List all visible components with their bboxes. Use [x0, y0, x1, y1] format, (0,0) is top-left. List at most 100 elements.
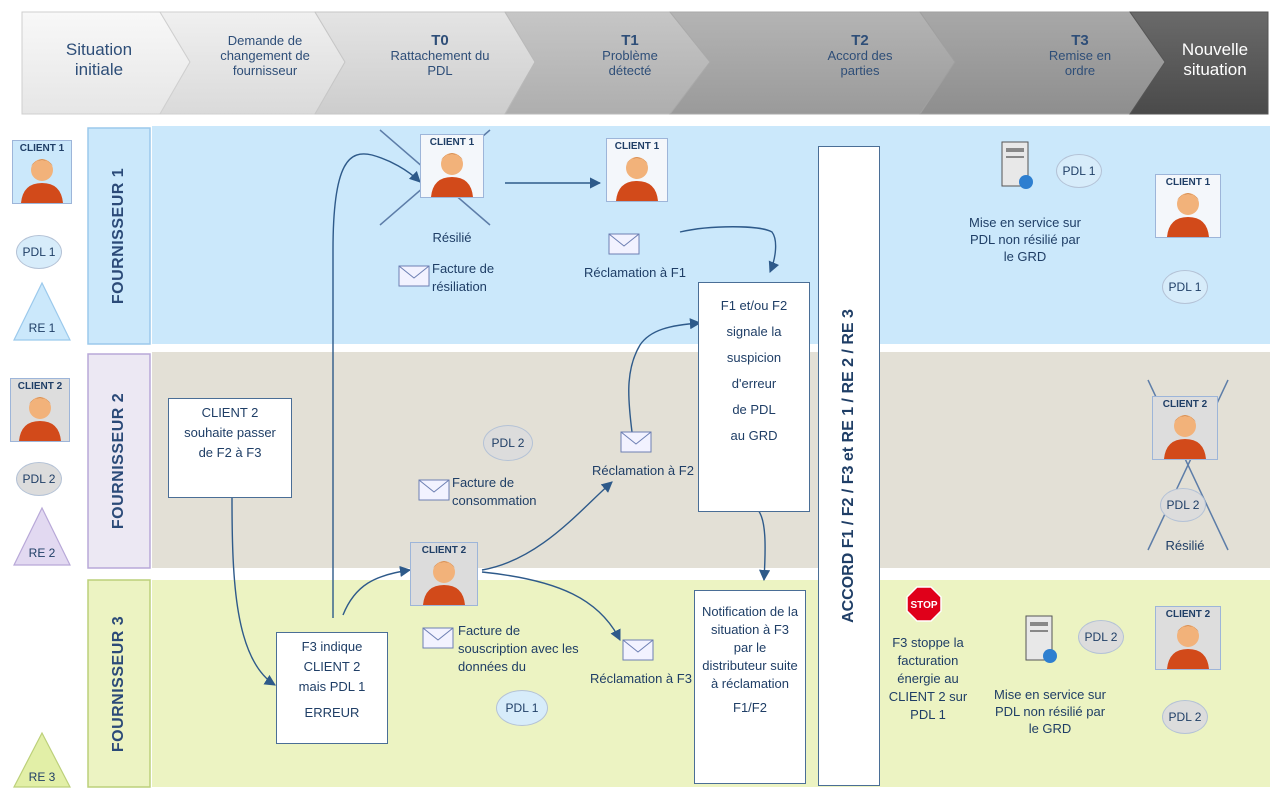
notification-text: Notification de la situation à F3 par le…: [701, 604, 799, 691]
client2-name: CLIENT 2: [17, 381, 63, 392]
step-initial: Situation initiale: [40, 40, 158, 80]
pdl1-new: PDL 1: [1162, 270, 1208, 304]
step-t0-text: Rattachement du PDL: [390, 48, 490, 78]
pdl2-resilie: PDL 2: [1160, 488, 1206, 522]
signal-line: d'erreur: [731, 376, 777, 391]
person-icon: [1167, 625, 1209, 669]
pdl2-f3-right-text: PDL 2: [1084, 630, 1118, 644]
person-icon: [423, 561, 465, 605]
signal-line: au GRD: [730, 428, 778, 443]
step-nouvelle-text: Nouvelle situation: [1181, 40, 1249, 79]
lane-title-f3: FOURNISSEUR 3: [89, 580, 149, 787]
lane-title-f1: FOURNISSEUR 1: [89, 128, 149, 344]
signal-line: F1 et/ou F2: [720, 298, 788, 313]
server-icon: [1025, 615, 1057, 663]
step-demande: Demande de changement de fournisseur: [200, 33, 330, 78]
person-icon: [21, 159, 63, 203]
reclamation-f2-text: Réclamation à F2: [592, 463, 694, 478]
pdl1-f1-right: PDL 1: [1056, 154, 1102, 188]
client1-resilie-name: CLIENT 1: [429, 137, 475, 148]
person-icon: [1164, 415, 1206, 459]
re3-triangle: [13, 731, 71, 788]
client1-resilie-avatar: CLIENT 1: [420, 134, 484, 198]
pdl1-new-text: PDL 1: [1168, 280, 1202, 294]
pdl2-f2: PDL 2: [483, 425, 533, 461]
re1-label: RE 1: [28, 321, 56, 335]
client2-souhaite-box: CLIENT 2 souhaite passer de F2 à F3: [168, 398, 292, 498]
client2-resilie-avatar: CLIENT 2: [1152, 396, 1218, 460]
client1-resilie-label: Résilié: [432, 230, 472, 245]
step-t3-title: T3: [1071, 32, 1089, 49]
client1-new-name: CLIENT 1: [1165, 177, 1211, 188]
f3-box-line: F3 indique: [301, 639, 363, 654]
person-icon: [1167, 193, 1209, 237]
pdl2-initial: PDL 2: [16, 462, 62, 496]
client2-new-avatar: CLIENT 2: [1155, 606, 1221, 670]
pdl1-f3-text: PDL 1: [505, 701, 539, 715]
step-t2-text: Accord des parties: [827, 48, 893, 78]
client2-souhaite-text: CLIENT 2 souhaite passer de F2 à F3: [184, 405, 276, 460]
step-t2-title: T2: [851, 32, 869, 49]
client2-resilie-label: Résilié: [1165, 538, 1205, 553]
client2-f3-avatar: CLIENT 2: [410, 542, 478, 606]
pdl1-f3: PDL 1: [496, 690, 548, 726]
client2-avatar-initial: CLIENT 2: [10, 378, 70, 442]
lane-title-f3-text: FOURNISSEUR 3: [110, 615, 128, 752]
pdl2-f2-text: PDL 2: [491, 436, 525, 450]
re1-triangle: [13, 281, 71, 341]
re3-label: RE 3: [28, 770, 56, 784]
pdl2-initial-text: PDL 2: [22, 472, 56, 486]
client1-t1-avatar: CLIENT 1: [606, 138, 668, 202]
re2-label: RE 2: [28, 546, 56, 560]
envelope-icon: [620, 431, 652, 453]
pdl1-initial: PDL 1: [16, 235, 62, 269]
accord-text: ACCORD F1 / F2 / F3 et RE 1 / RE 2 / RE …: [840, 309, 858, 623]
lane-title-f1-text: FOURNISSEUR 1: [110, 167, 128, 305]
pdl1-f1-right-text: PDL 1: [1062, 164, 1096, 178]
step-demande-text: Demande de changement de fournisseur: [220, 33, 310, 78]
person-icon: [431, 153, 473, 197]
facture-souscription-text: Facture de souscription avec les données…: [458, 623, 579, 674]
client1-avatar-initial: CLIENT 1: [12, 140, 72, 204]
client2-new-name: CLIENT 2: [1165, 609, 1211, 620]
accord-bar: ACCORD F1 / F2 / F3 et RE 1 / RE 2 / RE …: [818, 146, 880, 786]
f3-box-line: mais PDL 1: [298, 679, 366, 694]
facture-conso-text: Facture de consommation: [452, 475, 537, 508]
lane-title-f2-text: FOURNISSEUR 2: [110, 392, 128, 530]
step-t3-text: Remise en ordre: [1048, 48, 1112, 78]
step-t1-text: Problème détecté: [602, 48, 658, 78]
envelope-icon: [608, 233, 640, 255]
signal-line: de PDL: [732, 402, 776, 417]
client2-f3-name: CLIENT 2: [421, 545, 467, 556]
reclamation-f1-text: Réclamation à F1: [584, 265, 686, 280]
facture-resiliation-text: Facture de résiliation: [432, 261, 495, 294]
step-t1-title: T1: [621, 32, 639, 49]
step-initial-text: Situation initiale: [65, 40, 133, 79]
mise-service-f3-text: Mise en service sur PDL non résilié par …: [994, 687, 1106, 736]
pdl1-initial-text: PDL 1: [22, 245, 56, 259]
lane-title-f2: FOURNISSEUR 2: [89, 354, 149, 568]
step-t0-title: T0: [431, 32, 449, 49]
step-nouvelle: Nouvelle situation: [1165, 40, 1265, 80]
person-icon: [19, 397, 61, 441]
signal-note: F1 et/ou F2 signale la suspicion d'erreu…: [698, 282, 810, 512]
pdl2-resilie-text: PDL 2: [1166, 498, 1200, 512]
person-icon: [616, 157, 658, 201]
flow-arrows: [231, 153, 780, 686]
signal-line: suspicion: [726, 350, 782, 365]
stop-icon: STOP: [906, 586, 942, 622]
f3-box-line: ERREUR: [304, 705, 360, 720]
mise-service-f1-text: Mise en service sur PDL non résilié par …: [969, 215, 1081, 264]
envelope-icon: [398, 265, 430, 287]
stop-text: F3 stoppe la facturation énergie au CLIE…: [888, 635, 968, 722]
server-icon: [1001, 141, 1033, 189]
envelope-icon: [418, 479, 450, 501]
stop-label: STOP: [910, 600, 937, 611]
notification-ref: F1/F2: [733, 700, 767, 715]
f3-erreur-box: F3 indique CLIENT 2 mais PDL 1 ERREUR: [276, 632, 388, 744]
